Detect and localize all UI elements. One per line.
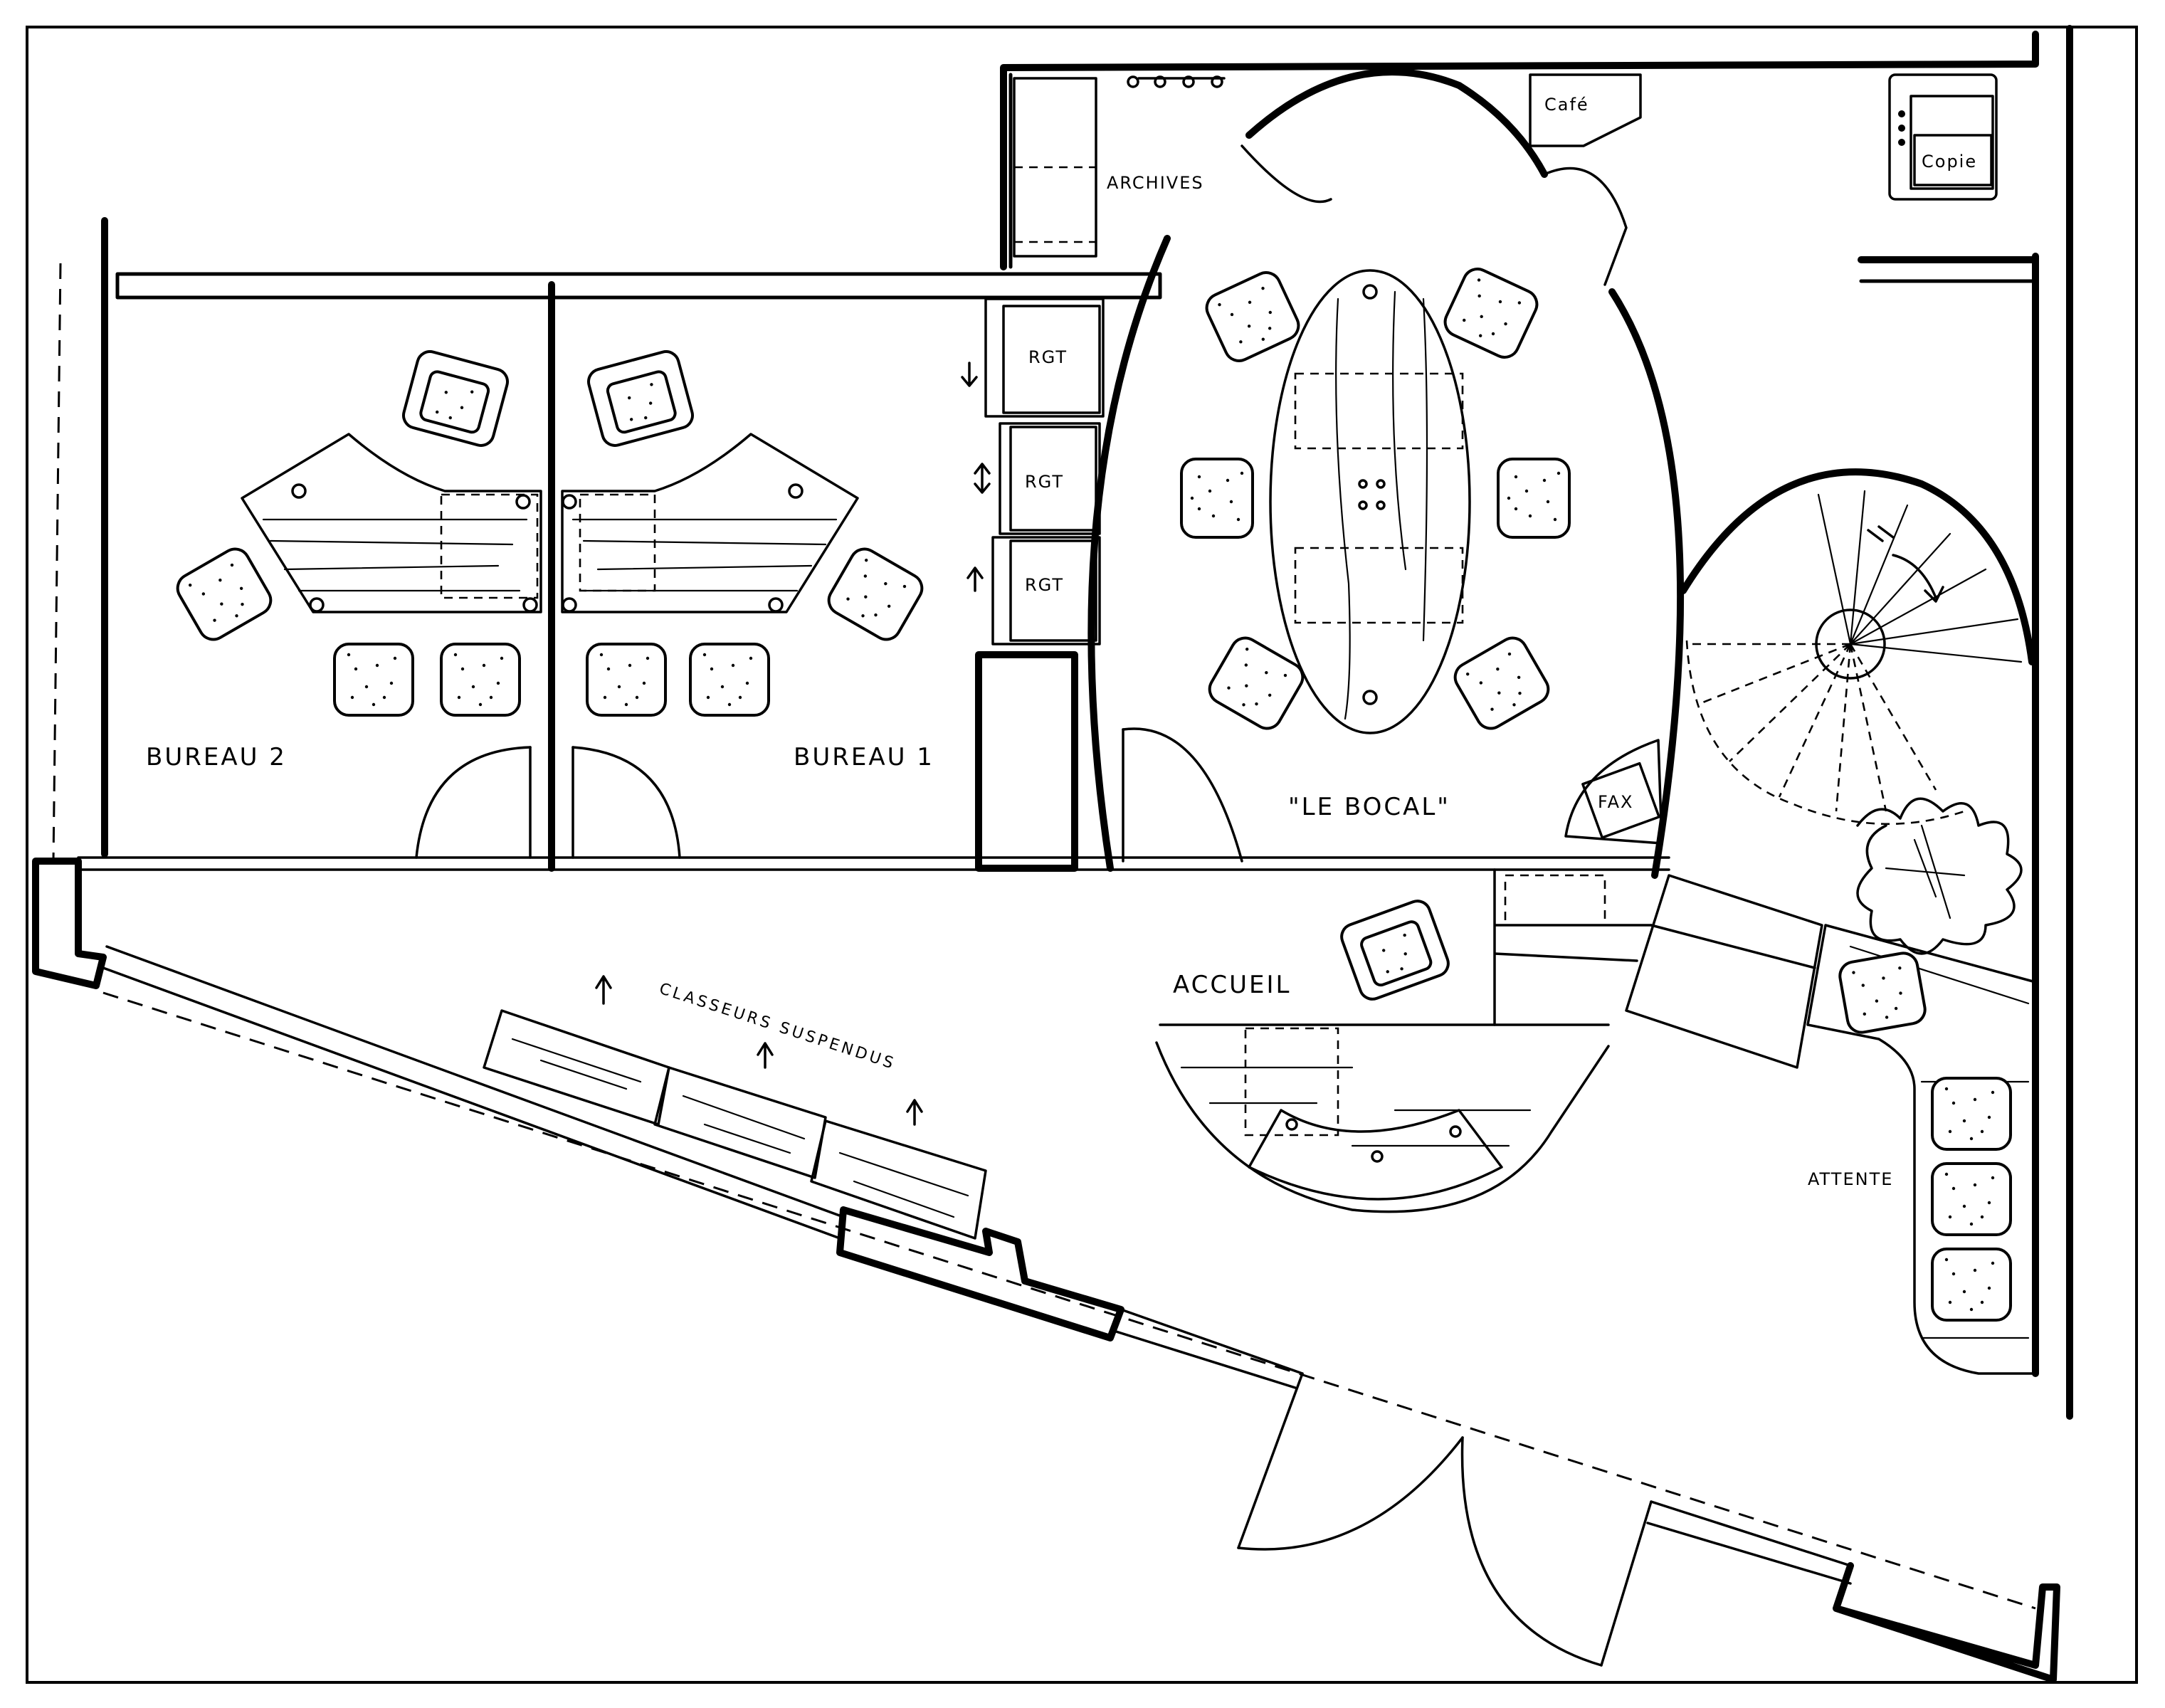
bureau2-desk — [241, 433, 542, 613]
fax-table — [1564, 739, 1663, 845]
archives-shelving — [1013, 75, 1226, 258]
reception-chair — [1337, 896, 1453, 1004]
cafe-counter — [1529, 73, 1642, 147]
meeting-chair-6 — [1448, 631, 1555, 735]
meeting-chair-4 — [1497, 458, 1571, 539]
rgt-label-1: RGT — [1028, 347, 1068, 367]
bureau2-label: BUREAU 2 — [146, 743, 287, 771]
bureau1-side-chair — [822, 542, 929, 646]
copie-label: Copie — [1922, 152, 1977, 172]
accueil-label: ACCUEIL — [1173, 971, 1291, 999]
bocal-top-door-right — [1543, 167, 1628, 286]
hanging-file-cabinets — [483, 975, 987, 1240]
meeting-table — [1269, 269, 1471, 734]
archives-label: ARCHIVES — [1107, 173, 1204, 193]
page-frame — [26, 26, 2138, 1684]
walls — [32, 25, 2073, 1683]
attente-label: ATTENTE — [1808, 1169, 1893, 1189]
bureau2-visitor-chair-2 — [440, 643, 521, 717]
waiting-chair-3 — [1931, 1248, 2012, 1322]
bureau1-desk-chair — [584, 347, 697, 450]
entrance-doors — [1237, 1372, 1653, 1667]
waiting-area — [1625, 874, 2037, 1375]
meeting-chair-3 — [1180, 458, 1254, 539]
meeting-chair-2 — [1439, 263, 1543, 364]
plant — [1856, 797, 2023, 955]
bureau2-side-chair — [171, 542, 278, 646]
reception-desk — [1155, 1023, 1610, 1213]
accueil-counter — [1493, 868, 1653, 1026]
waiting-chair-2 — [1931, 1162, 2012, 1236]
bureau1-label: BUREAU 1 — [794, 743, 934, 771]
waiting-chair-1 — [1931, 1077, 2012, 1151]
meeting-chair-1 — [1201, 266, 1305, 367]
bureau1-desk — [561, 433, 859, 613]
bureau2-desk-chair — [399, 347, 512, 450]
copier-machine — [1888, 73, 1998, 201]
bocal-label: "LE BOCAL" — [1288, 793, 1450, 821]
rgt-label-3: RGT — [1025, 575, 1064, 595]
rgt-storage — [961, 297, 1105, 645]
waiting-chair-top — [1836, 949, 1929, 1036]
bureau2-visitor-chair-1 — [333, 643, 414, 717]
rgt-label-2: RGT — [1025, 472, 1064, 492]
bureau1-visitor-chair-1 — [586, 643, 667, 717]
bocal-door — [1122, 727, 1243, 863]
cafe-label: Café — [1544, 95, 1589, 115]
bocal-top-door-left — [1240, 144, 1332, 204]
bureau1-visitor-chair-2 — [689, 643, 770, 717]
spiral-staircase — [1685, 490, 2023, 826]
fax-label: FAX — [1598, 792, 1633, 812]
classeurs-label: CLASSEURS SUSPENDUS — [657, 980, 898, 1073]
